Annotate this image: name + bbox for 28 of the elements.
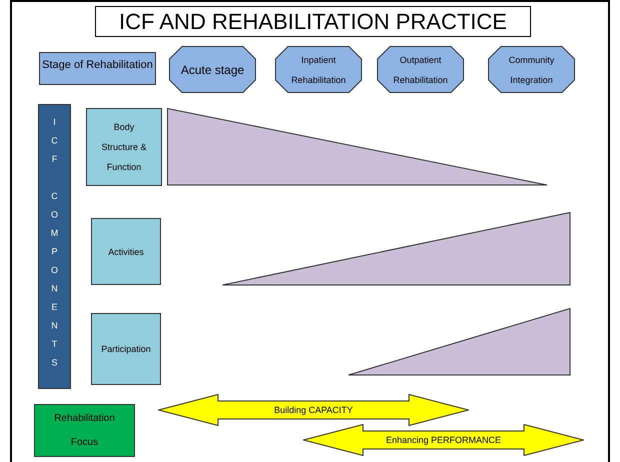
triangle-wedge <box>167 108 548 186</box>
node-label: Inpatient Rehabilitation <box>290 54 347 86</box>
stage-octagon <box>488 46 575 93</box>
node-label: Activities <box>108 246 144 258</box>
component-box <box>86 108 162 186</box>
triangle-wedge <box>222 212 571 286</box>
stage-octagon <box>275 46 362 93</box>
component-bar <box>38 104 71 389</box>
double-headed-banner <box>158 394 469 426</box>
focus-box <box>34 404 135 457</box>
component-box <box>91 218 161 285</box>
node-label: Community Integration <box>508 54 556 87</box>
node-label: Acute stage <box>180 62 244 78</box>
node-label: Participation <box>101 343 151 356</box>
component-box <box>91 313 161 385</box>
node-label: Body Structure & Function <box>100 121 148 174</box>
node-label: Building CAPACITY <box>274 404 353 417</box>
node-label: Rehabilitation Focus <box>53 412 116 450</box>
stage-octagon <box>377 46 464 93</box>
stage-octagon <box>169 46 256 93</box>
double-headed-banner <box>303 424 584 456</box>
slide-title: ICF AND REHABILITATION PRACTICE <box>95 6 531 37</box>
node-label: Outpatient Rehabilitation <box>392 54 449 86</box>
stage-label-box <box>39 52 156 85</box>
node-label: Stage of Rehabilitation <box>42 58 153 73</box>
node-label: ICF COMPONENTS <box>48 117 60 376</box>
triangle-wedge <box>348 308 571 376</box>
node-label: Enhancing PERFORMANCE <box>386 434 502 447</box>
